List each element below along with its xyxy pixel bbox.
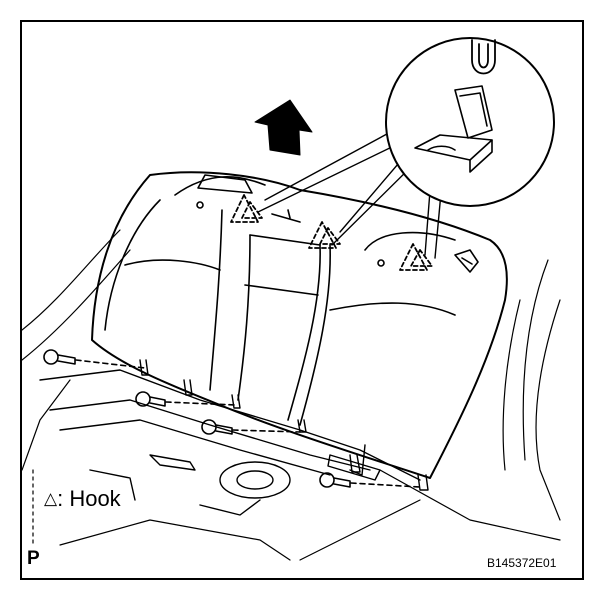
hook-legend-colon: : xyxy=(57,486,64,511)
hook-marker-2 xyxy=(308,221,341,249)
bolt-3 xyxy=(201,419,301,435)
hook-legend-label: Hook xyxy=(69,486,121,511)
bolt-1 xyxy=(43,349,146,369)
hook-legend-symbol: △ xyxy=(44,489,58,508)
hooks-bottom xyxy=(139,359,429,491)
bolt-2 xyxy=(135,391,236,407)
seat-back-outline xyxy=(91,171,508,479)
hook-marker-1 xyxy=(230,194,263,223)
seat-illustration xyxy=(22,37,561,561)
hook-legend: △: Hook xyxy=(44,486,121,512)
corner-mark: P xyxy=(27,548,40,569)
up-arrow-icon xyxy=(254,99,313,156)
floor-pan xyxy=(39,369,421,516)
hook-detail-callout xyxy=(385,37,555,207)
hook-bracket xyxy=(414,85,493,173)
seat-back xyxy=(91,171,508,479)
hook-marker-3 xyxy=(399,243,433,271)
figure-id: B145372E01 xyxy=(487,556,557,570)
u-clip-icon xyxy=(471,39,496,75)
bolt-4 xyxy=(319,472,421,488)
